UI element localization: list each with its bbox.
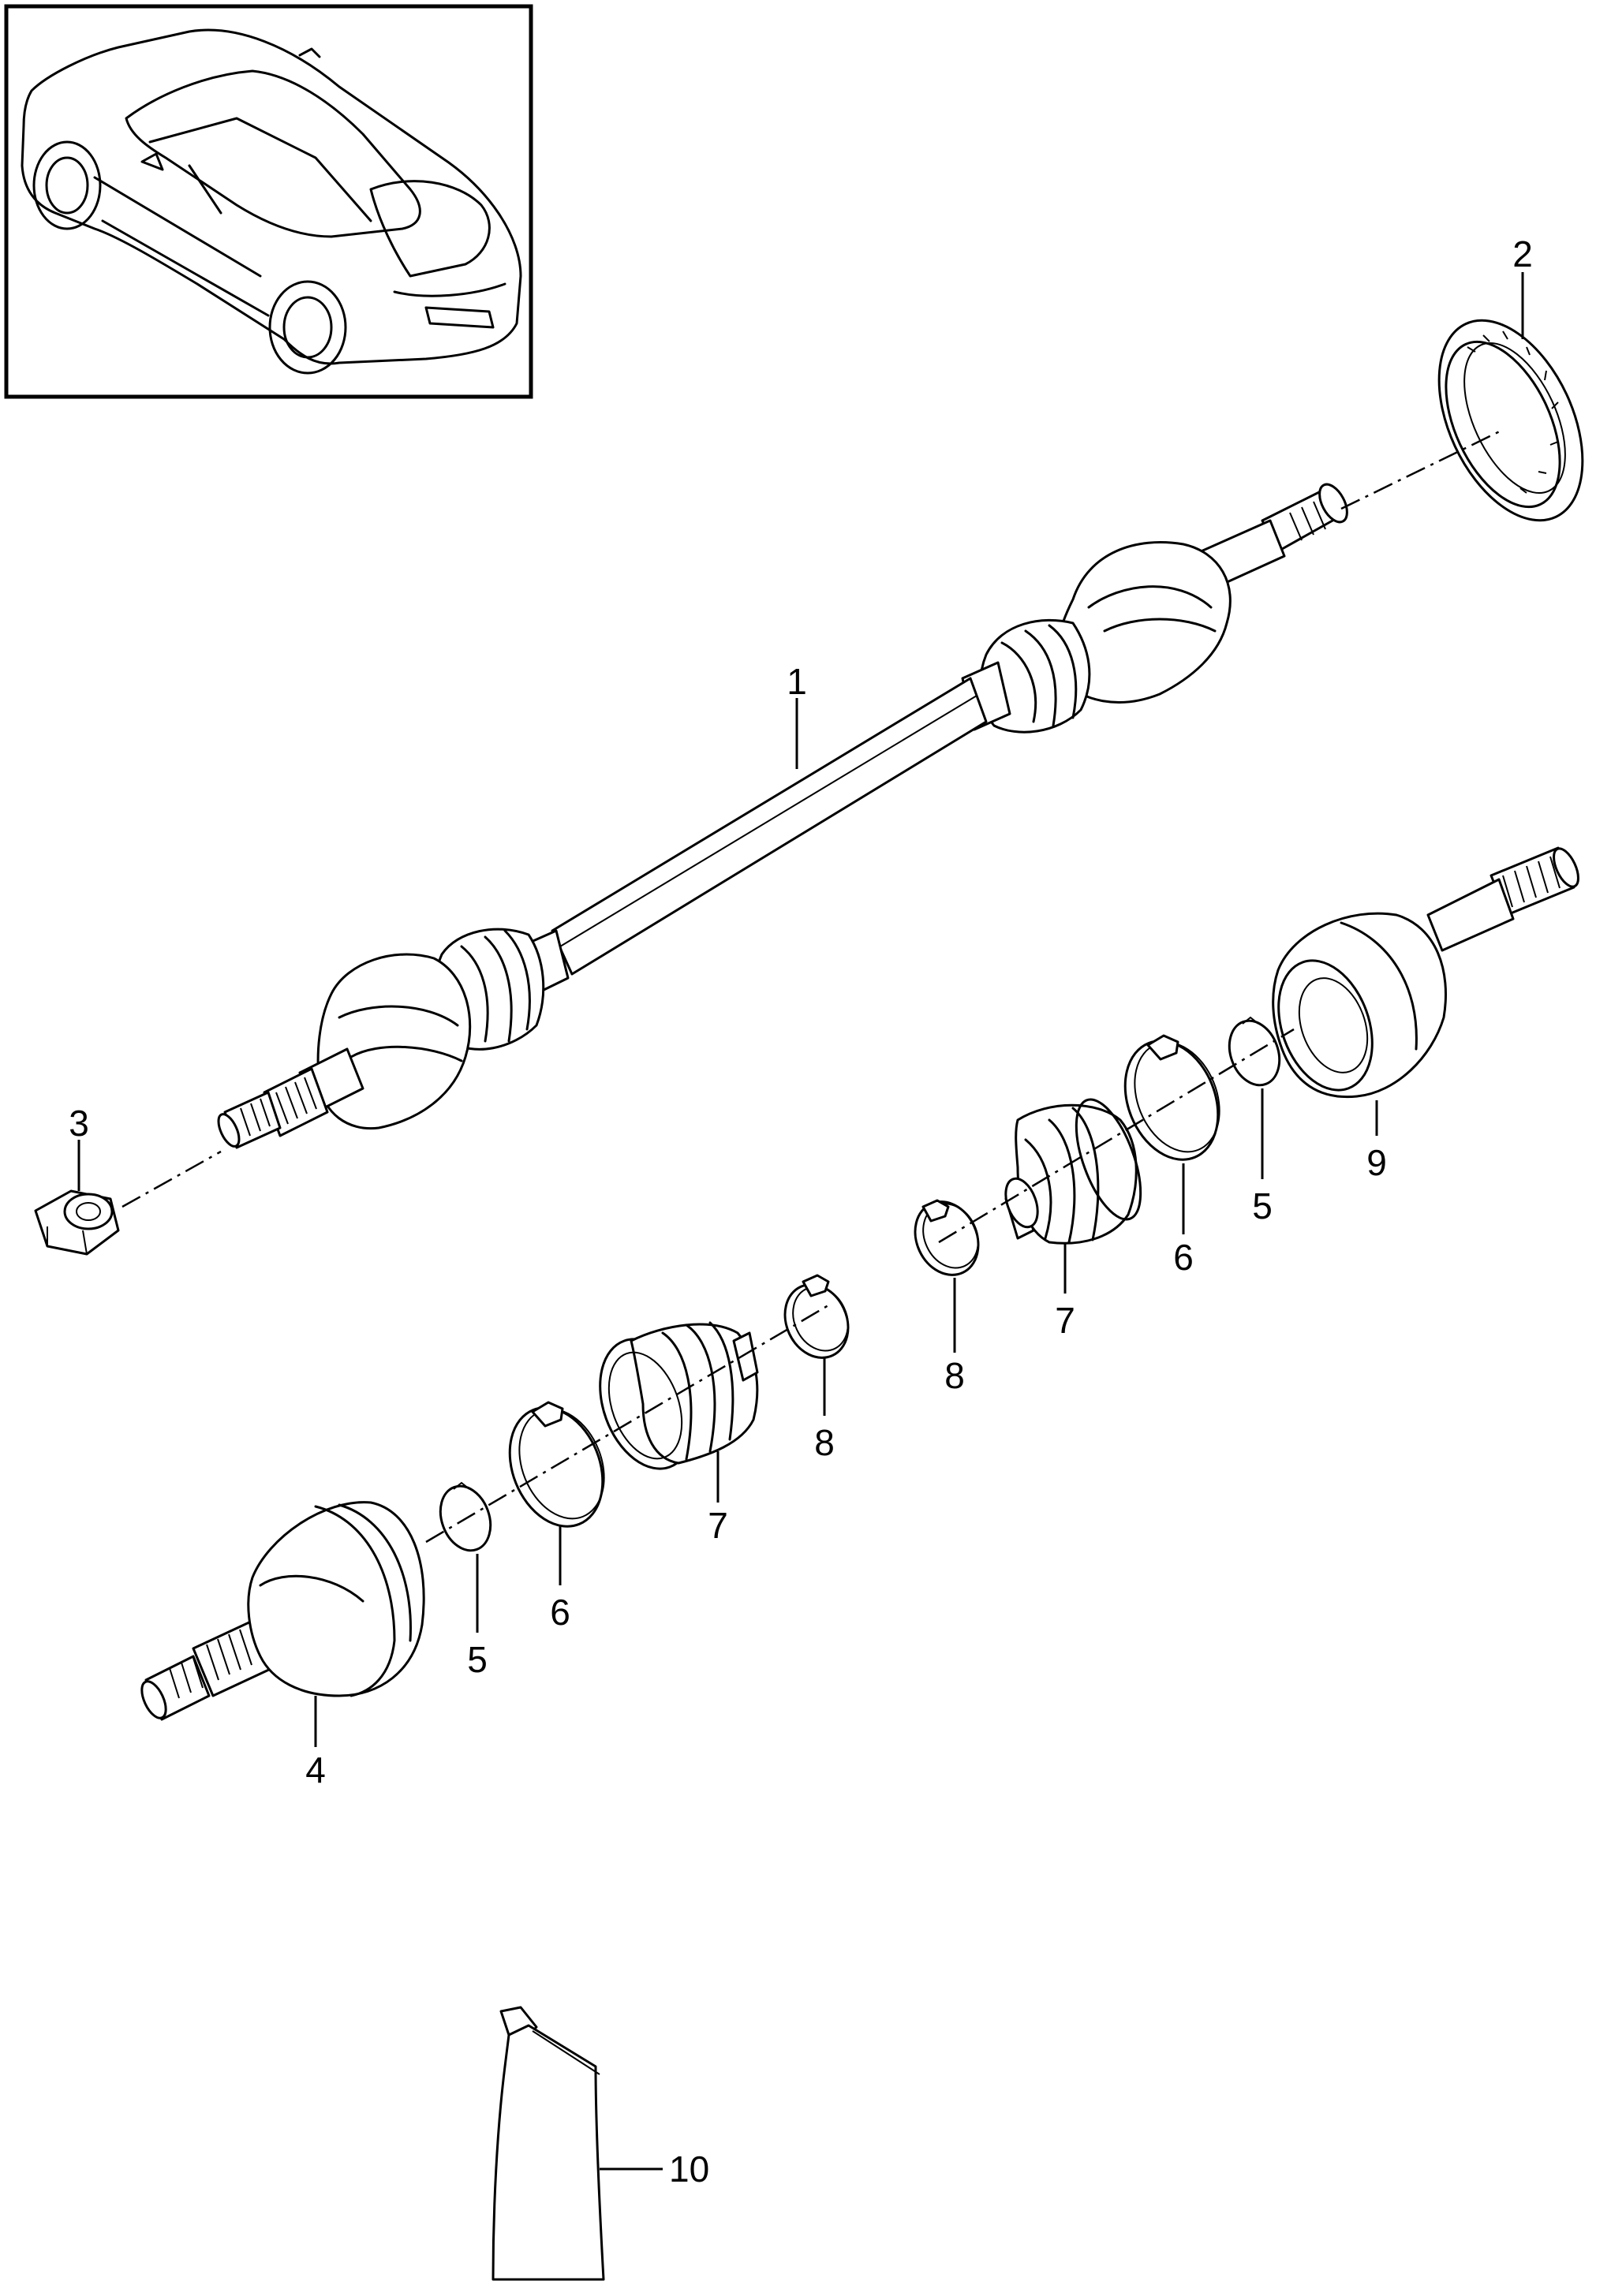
label-part-4: 4 [305, 1749, 326, 1790]
part-8-clamp-upper [914, 1199, 980, 1276]
label-part-8-lower: 8 [814, 1422, 835, 1463]
label-part-7-upper: 7 [1055, 1300, 1075, 1341]
label-part-6-lower: 6 [550, 1592, 570, 1633]
label-part-5-upper: 5 [1252, 1185, 1273, 1226]
label-part-10: 10 [669, 2149, 709, 2190]
part-7-boot-upper [1004, 1098, 1142, 1245]
part-6-clamp-lower [508, 1401, 605, 1528]
label-part-6-upper: 6 [1173, 1237, 1194, 1278]
vehicle-thumbnail [4, 4, 533, 399]
part-3-collar-nut [34, 1189, 120, 1256]
part-6-clamp-upper [1123, 1034, 1220, 1161]
label-part-8-upper: 8 [944, 1355, 965, 1396]
part-7-boot-lower [599, 1321, 759, 1470]
assembly-axis-lines [121, 428, 1504, 1544]
leader-lines [77, 272, 1524, 2171]
part-number-labels: 1 2 3 4 5 5 6 6 7 7 8 8 9 10 [69, 233, 1533, 2190]
label-part-1: 1 [787, 661, 807, 702]
part-5-circlip-lower [439, 1481, 492, 1552]
part-10-grease-tube [492, 2006, 605, 2281]
part-9-cv-joint [1272, 846, 1579, 1099]
label-part-9: 9 [1366, 1142, 1387, 1183]
label-part-2: 2 [1512, 233, 1533, 274]
part-4-cv-joint [140, 1501, 425, 1721]
label-part-5-lower: 5 [467, 1639, 488, 1680]
part-8-clamp-lower [783, 1274, 850, 1359]
part-5-circlip-upper [1228, 1016, 1281, 1087]
label-part-7-lower: 7 [708, 1505, 728, 1546]
label-part-3: 3 [69, 1103, 89, 1144]
part-1-drive-shaft [217, 483, 1348, 1149]
part-2-sealing-ring [1437, 319, 1584, 522]
